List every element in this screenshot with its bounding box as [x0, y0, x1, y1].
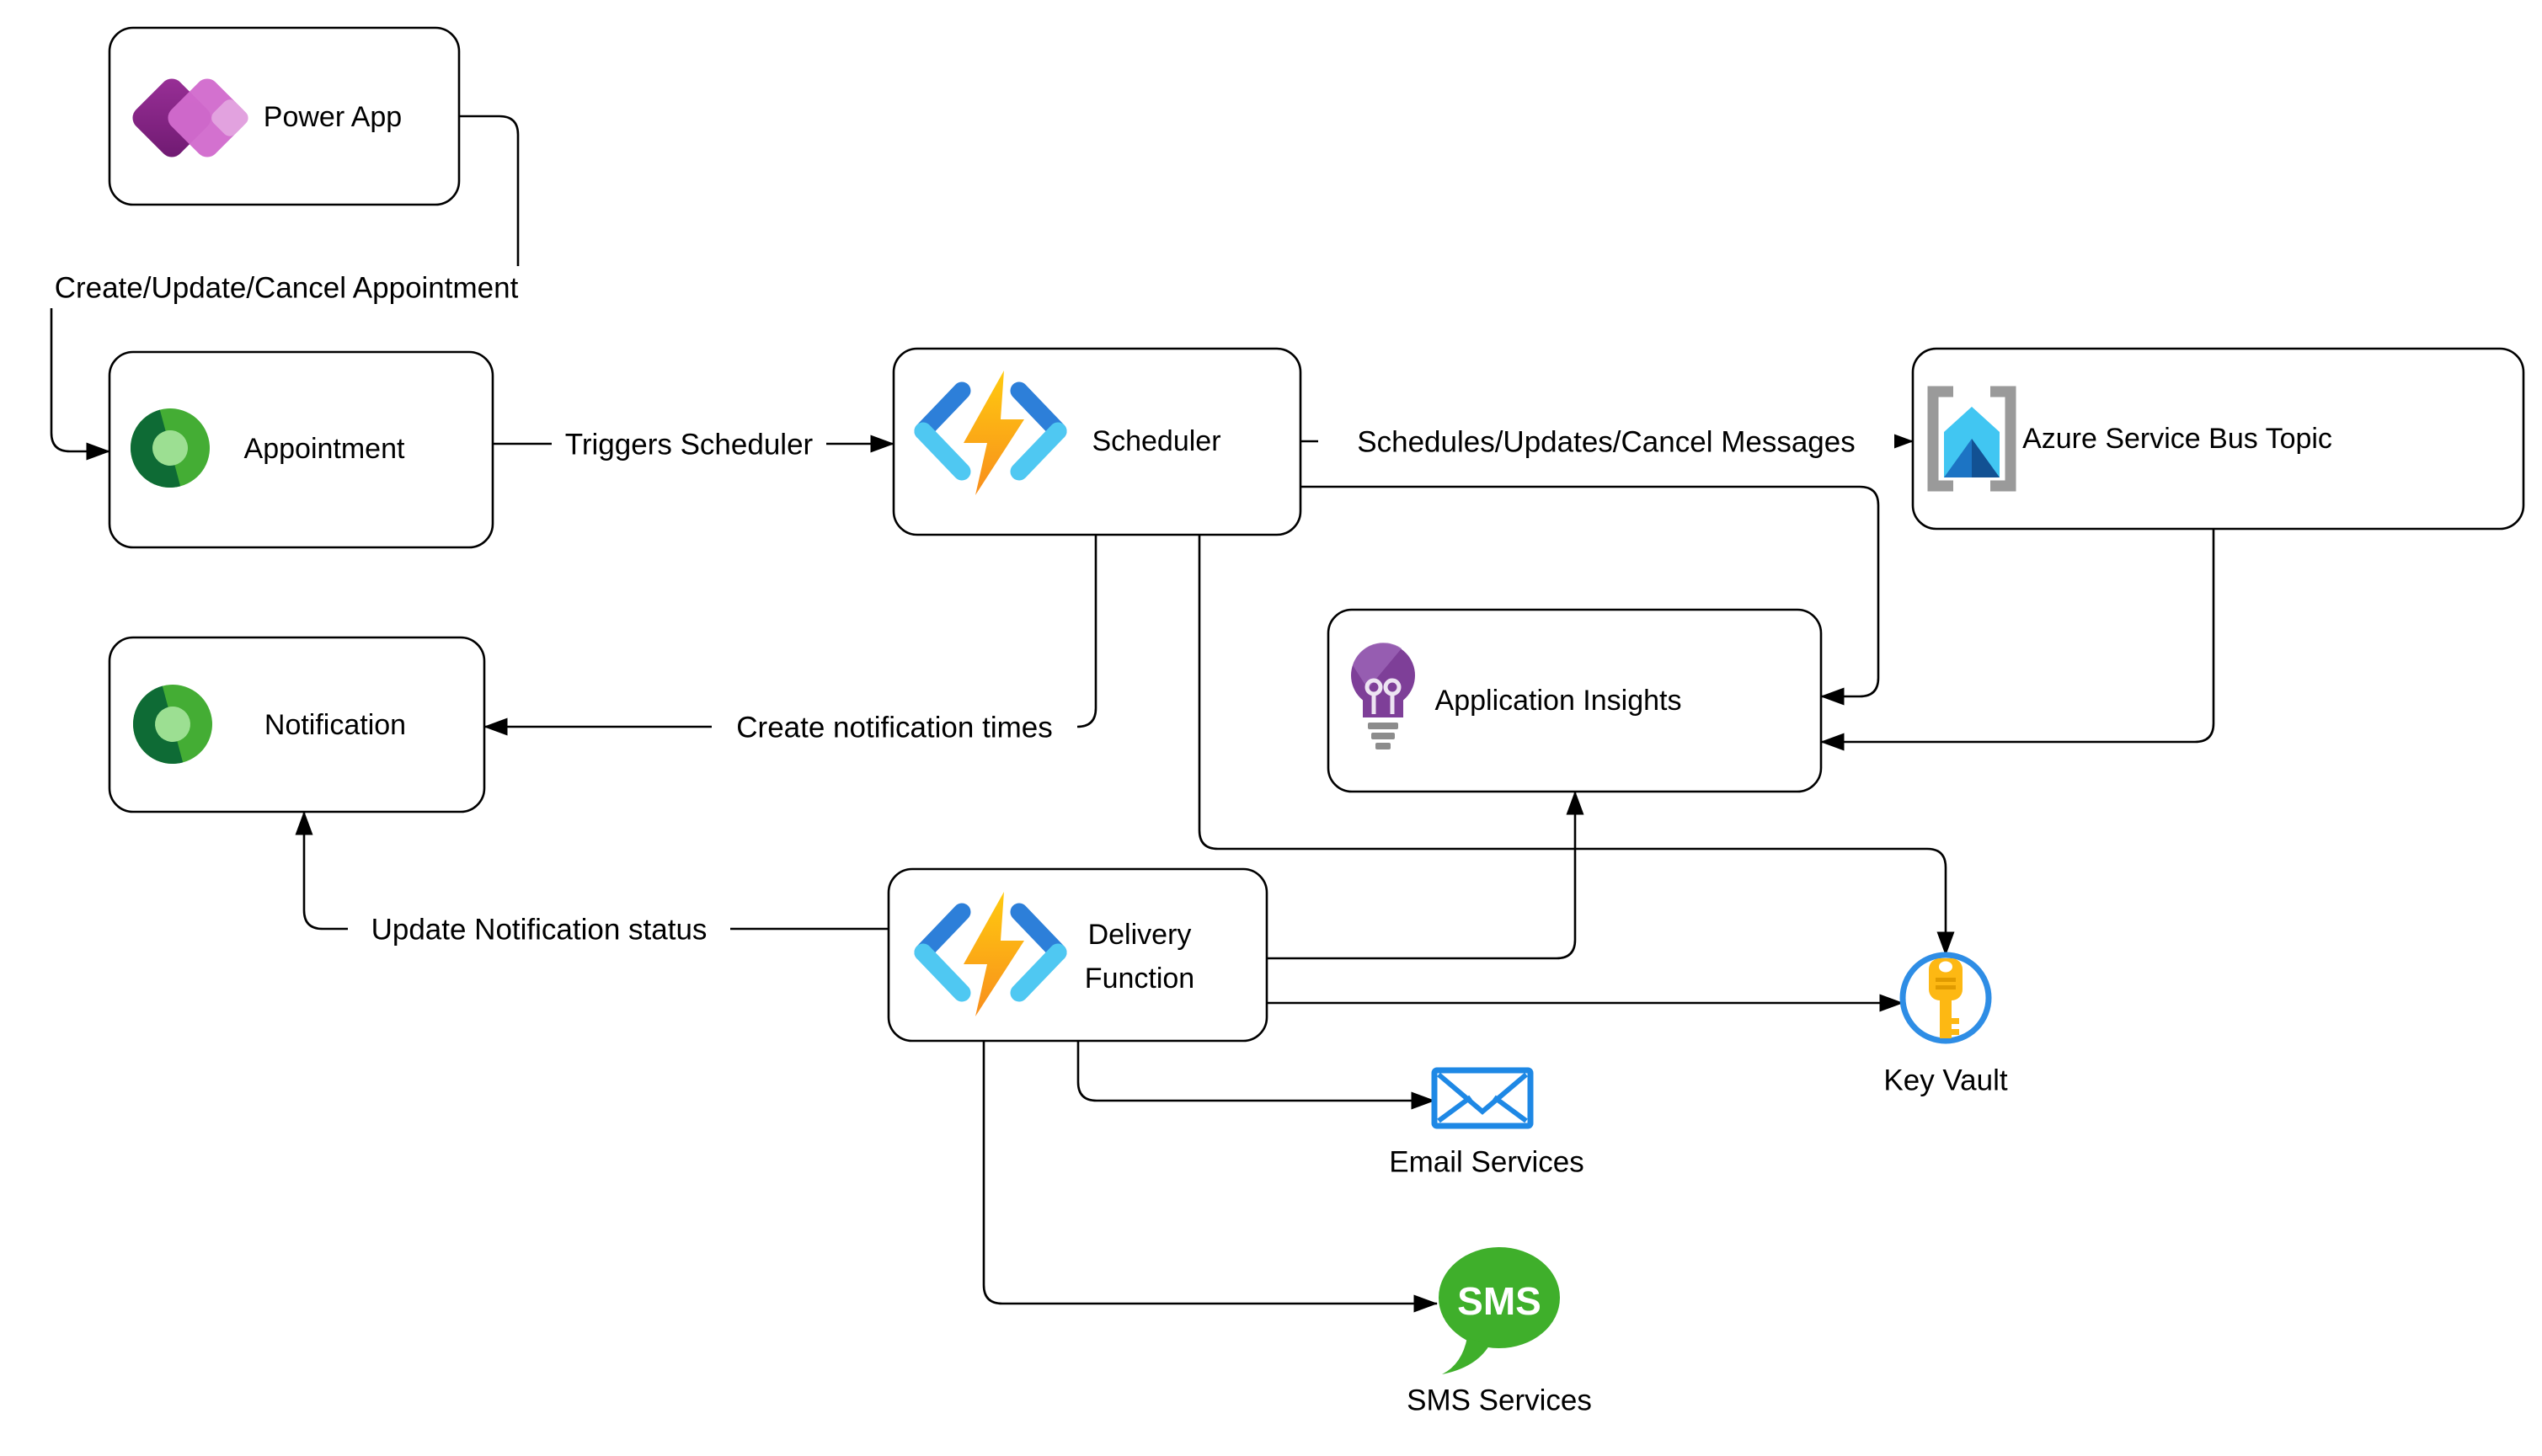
edge-label-create-notification-times: Create notification times: [712, 708, 1077, 745]
power-apps-icon: [132, 78, 248, 157]
key-vault-icon: [1899, 952, 1992, 1044]
node-notification: Notification: [108, 636, 486, 813]
edges-layer: [50, 115, 2215, 1313]
node-label: Appointment: [244, 433, 405, 465]
edge-scheduler-to-key-vault: [1198, 535, 1955, 956]
node-label: Power App: [264, 101, 402, 133]
node-label-line2: Function: [1085, 963, 1194, 995]
edge-label-bg: [552, 425, 826, 462]
edge-service-bus-to-app-insights: [1820, 529, 2215, 751]
node-label: Key Vault: [1883, 1064, 2007, 1097]
node-azure-service-bus-topic: Azure Service Bus Topic: [1911, 347, 2525, 531]
edge-label-text: Create/Update/Cancel Appointment: [55, 272, 519, 305]
node-label: SMS Services: [1407, 1384, 1592, 1417]
edge-label-update-notification-status: Update Notification status: [348, 910, 730, 947]
application-insights-icon: [1351, 643, 1415, 749]
node-appointment: Appointment: [108, 350, 494, 549]
edge-power-app-to-appointment-lower: [50, 308, 110, 461]
sms-bubble-text: SMS: [1457, 1279, 1541, 1323]
edge-delivery-to-email: [1076, 1041, 1435, 1110]
sms-icon: SMS: [1439, 1247, 1560, 1374]
node-label-line1: Delivery: [1088, 919, 1192, 951]
node-scheduler: Scheduler: [892, 347, 1302, 536]
node-power-app: Power App: [108, 26, 461, 206]
node-label: Application Insights: [1435, 685, 1682, 717]
azure-function-icon: [914, 371, 1067, 495]
edge-scheduler-to-notification: [483, 535, 1097, 736]
edge-label-text: Update Notification status: [371, 914, 708, 947]
node-label: Azure Service Bus Topic: [2022, 423, 2332, 455]
edge-labels-layer: Create/Update/Cancel Appointment Trigger…: [25, 268, 1894, 947]
edge-label-text: Create notification times: [736, 712, 1052, 744]
edge-delivery-to-sms: [982, 1041, 1438, 1313]
node-box: [1911, 347, 2525, 531]
edge-label-bg: [348, 910, 730, 947]
node-box: [108, 636, 486, 813]
node-label: Notification: [264, 709, 406, 741]
node-box: [108, 26, 461, 206]
azure-function-icon: [914, 892, 1067, 1016]
edge-label-bg: [1318, 423, 1894, 460]
edge-label-schedules-updates-cancel-messages: Schedules/Updates/Cancel Messages: [1318, 423, 1894, 460]
edge-power-app-to-appointment-upper: [459, 115, 520, 266]
edge-delivery-to-notification: [295, 811, 889, 931]
sms-bubble: [1439, 1247, 1560, 1348]
node-box: [1327, 608, 1823, 793]
node-key-vault: Key Vault: [1883, 952, 2008, 1097]
edge-label-triggers-scheduler: Triggers Scheduler: [552, 425, 826, 462]
service-bus-topic-icon: [1927, 386, 2016, 492]
node-delivery-function: Delivery Function: [887, 867, 1268, 1043]
edge-label-text: Triggers Scheduler: [565, 429, 814, 461]
node-application-insights: Application Insights: [1327, 608, 1823, 793]
edge-label-bg: [25, 268, 547, 307]
node-label: Scheduler: [1092, 425, 1220, 457]
edge-label-bg: [712, 708, 1077, 745]
dataverse-icon: [133, 685, 212, 764]
edge-delivery-to-app-insights: [1267, 791, 1584, 960]
node-sms-services: SMS SMS Services: [1407, 1247, 1592, 1417]
envelope-body: [1431, 1067, 1534, 1129]
edge-scheduler-to-app-insights: [1300, 485, 1880, 706]
node-email-services: Email Services: [1389, 1067, 1584, 1179]
edge-label-create-update-cancel-appointment: Create/Update/Cancel Appointment: [25, 268, 547, 307]
node-label: Email Services: [1389, 1146, 1583, 1179]
email-icon: [1431, 1067, 1534, 1129]
edge-label-text: Schedules/Updates/Cancel Messages: [1357, 426, 1855, 459]
node-box: [887, 867, 1268, 1043]
node-box: [108, 350, 494, 549]
dataverse-icon: [131, 408, 210, 488]
